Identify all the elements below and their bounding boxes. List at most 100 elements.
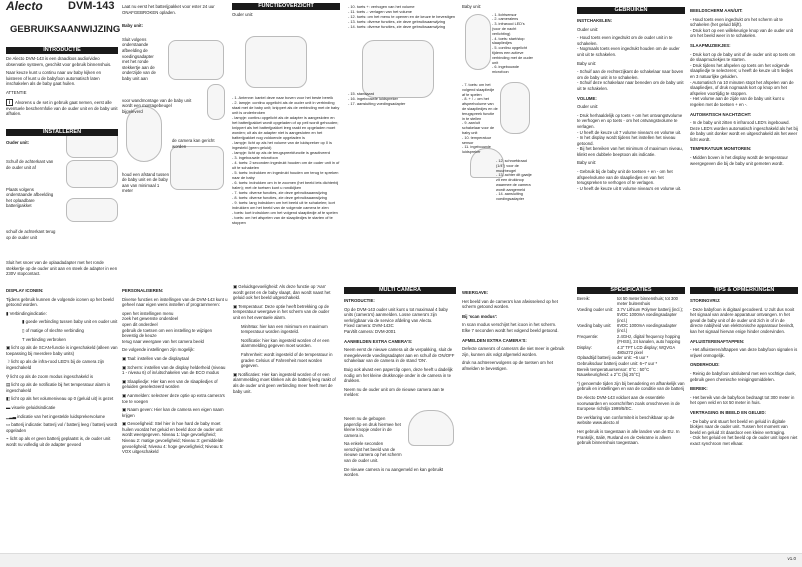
- spec-label: Frequentie:: [577, 333, 599, 339]
- list-item: Het volume aan de zijde van de baby unit…: [690, 96, 798, 107]
- icon-row: ▯ of matige of slechte verbinding: [22, 327, 84, 333]
- section-heading: INTRODUCTIE:: [344, 298, 375, 303]
- list-item: 7. toets: om het volgend slaapliedje af …: [462, 83, 498, 97]
- spec-line: Gebruiksduur batterij ouder unit: 6~7 uu…: [577, 361, 658, 367]
- gebruiken-column-2: BEELDSCHERM AAN/UIT: Houd toets even ing…: [690, 4, 798, 166]
- text: Op de DVM-143 ouder unit kunt u tot maxi…: [344, 306, 448, 323]
- spec-value: 6VDC 1000mA voedingsadapter (incl.): [617, 323, 677, 334]
- model-number: DVM-143: [68, 0, 115, 12]
- install-heading: INSTALLEREN: [6, 128, 118, 136]
- list-item: Het afluisteren/aftappen van deze babyfo…: [690, 347, 798, 358]
- gebruiken-heading: GEBRUIKEN: [577, 7, 685, 14]
- parent-unit-front-image: [245, 36, 307, 88]
- text: *) genoemde tijden zijn bij benadering e…: [577, 380, 685, 392]
- list-item: 4. toets: start/stop slaapliedjes: [492, 37, 534, 47]
- parent-unit-label: Ouder unit:: [6, 139, 30, 145]
- section-heading: ONDERHOUD:: [690, 362, 720, 368]
- multi-camera-heading: MULTI CAMERA: [344, 287, 456, 294]
- list-item: 4. toets: 2 seconden ingedrukt houden om…: [232, 160, 340, 170]
- temperature-alarm-icon: ▤: [6, 382, 12, 388]
- step: open dit onderdeel: [122, 321, 158, 327]
- text: De nieuwe camera is nu aangemeld en kan …: [344, 466, 444, 478]
- spec-value: 3.7V Lithium Polymer batterij (incl.); 5…: [617, 306, 684, 323]
- sensitivity-icon: ▣: [122, 421, 128, 427]
- step: bevestig de keuze: [122, 333, 157, 339]
- setting-item: ▣ Notificaties: Hier kan ingesteld worde…: [233, 371, 336, 394]
- notification-icon: ▣: [233, 371, 239, 377]
- specs-heading: SPECIFICATIES: [577, 287, 685, 294]
- text: Na enkele seconden verschijnt het beeld …: [344, 441, 402, 464]
- list-item: lampje: licht op als de terugspreekfunct…: [232, 150, 340, 155]
- list-item: 11. ingebouwde luidspreker: [462, 145, 498, 155]
- section-heading: BEREIK:: [690, 386, 708, 392]
- text: Baby unit:: [577, 160, 597, 166]
- multi-camera-column-2: WEERGAVE: Het beeld van de camera's kan …: [462, 286, 570, 375]
- text: druk na achtereenvolgens op de toetsen o…: [462, 360, 554, 371]
- setting-item: Notificatie: hier kan ingesteld worden o…: [241, 337, 330, 349]
- list-item: toets: kort indrukken om het volgend sla…: [232, 210, 340, 215]
- section-heading: AANMELDEN EXTRA CAMERA'S:: [344, 338, 413, 344]
- list-item: 13. toets: diverse functies, zie deze ge…: [348, 19, 456, 24]
- setting-item: Fahrenheit: wordt ingesteld of de temper…: [241, 351, 333, 369]
- screen-icon: ▣: [122, 364, 128, 370]
- icon-row: ⌁ licht op als er geen batterij geplaats…: [6, 436, 111, 447]
- brand-logo: Alecto: [6, 0, 43, 13]
- text: Diverse functies en instellingen van de …: [122, 296, 228, 308]
- icon-row: ◧ licht op als het volumeniveau op 0 (ge…: [6, 396, 114, 402]
- signal-lost-icon: T: [22, 336, 26, 342]
- setting-item: ▣ Geluidsgevoeligheid: Als deze functie …: [233, 284, 331, 301]
- functie-list: 1. Antenne: kantel deze naar boven voor …: [232, 95, 340, 225]
- list-item: Druk tijdens het afspelen op toets om he…: [690, 63, 798, 80]
- scan-icon: ▣: [6, 345, 12, 351]
- icon-row: ☽ licht op als de infra-rood LED's bij d…: [6, 359, 105, 370]
- install-step: de camera kan gericht worden: [172, 138, 215, 149]
- text: In scan modus verschijnt het icoon in he…: [462, 322, 557, 328]
- parent-unit-label: Ouder unit:: [232, 12, 254, 17]
- text: Ouder unit:: [577, 104, 599, 110]
- text: De Alecto DVM-143 voldoet aan de essenti…: [577, 395, 680, 412]
- lullaby-icon: ▣: [122, 378, 128, 384]
- text: De verklaring van conformiteit is beschi…: [577, 414, 675, 426]
- list-item: 14. aansluiting voedingsadapter: [496, 192, 534, 202]
- list-item: 12. schroefdraad (1/4") voor de muurbeug…: [496, 159, 534, 173]
- parent-unit-closed-image: [66, 198, 118, 222]
- section-heading: PERSONALISEREN:: [122, 288, 164, 293]
- setting-item: ▣ Naam geven: Hier kan de camera een eig…: [122, 407, 224, 418]
- list-item: U heeft de keuze uit 8 volume niveau's e…: [577, 186, 685, 192]
- text: De volgende instellingen zijn mogelijk:: [122, 347, 195, 353]
- setting-item: ▣ Taal: instellen van de displaytaal: [122, 355, 189, 361]
- list-item: 10. toets +: verhogen van het volume: [348, 4, 456, 9]
- list-item: Houd toets even ingedrukt om de ouder un…: [577, 35, 685, 46]
- list-item: 6. toets: indrukken om in te zoomen (het…: [232, 180, 340, 190]
- spec-label: Display:: [577, 344, 592, 350]
- install-step: schuif de achterkant terug op de ouder u…: [6, 228, 56, 240]
- intro-text: De Alecto DVM-143 is een draadloos audio…: [6, 56, 112, 67]
- text: Defecte camera's of camera's die niet me…: [462, 346, 565, 357]
- page-footer: [0, 553, 802, 567]
- list-item: Schuif deze schakelaar naar beneden om d…: [577, 80, 685, 91]
- section-heading: STORINGVRIJ:: [690, 298, 721, 303]
- list-item: In het display wordt tijdens het instell…: [577, 135, 685, 146]
- text: Het beeld van de camera's kan afwisselen…: [462, 298, 558, 310]
- text: Fixed camera: DVM-143C: [344, 323, 394, 329]
- table-row: Voeding baby unit:6VDC 1000mA voedingsad…: [577, 323, 685, 334]
- info-icon: i: [6, 98, 13, 106]
- list-item: Gebruik bij de baby unit de toetsen + en…: [577, 169, 685, 186]
- list-item: 5. continu opgelicht tijdens een actieve…: [492, 46, 534, 65]
- battery-image: [66, 160, 118, 188]
- step: gebruik de toetsen om een instelling te …: [122, 327, 213, 333]
- mute-icon: ◧: [6, 396, 12, 402]
- table-row: Bereik:tot 50 meter binnenshuis; tot 300…: [577, 296, 685, 307]
- intro-heading: INTRODUCTIE: [6, 47, 118, 54]
- list-item: 2. lampje: continu opgelicht als de oude…: [232, 100, 340, 115]
- setting-item: ▣ Slaapliedje: Hier kan een van de slaap…: [122, 378, 218, 390]
- text: Tijdens gebruik kunnen de volgende icone…: [6, 296, 114, 308]
- camera-bottom-image: [408, 410, 454, 446]
- text: Elke 7 seconden wordt het volgend beeld …: [462, 327, 559, 333]
- list-item: Nogmaals toets even ingedrukt houden om …: [577, 46, 685, 57]
- volume-level-icon: ▁▂▃: [6, 413, 18, 419]
- setting-item: ▣ Gevoeligheid: Stel hier in hoe hard de…: [122, 421, 224, 455]
- gebruiken-column: GEBRUIKEN INSTCHAKELEN: Ouder unit: Houd…: [577, 4, 685, 191]
- list-item: Schuif aan de rechterzijkant de schakela…: [577, 69, 685, 80]
- install-step: Schuif de achterkant van de ouder unit a…: [6, 159, 54, 170]
